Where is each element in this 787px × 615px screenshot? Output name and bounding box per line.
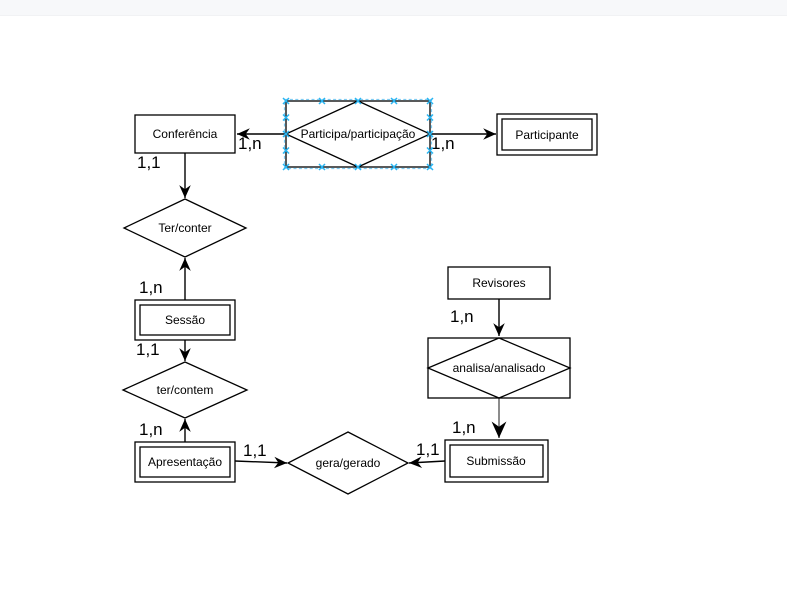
relationship-participa-label: Participa/participação <box>301 127 416 141</box>
cardinality-revisores-analisa: 1,n <box>450 307 474 326</box>
connection-point-handle[interactable] <box>426 113 434 122</box>
connection-point-handle[interactable] <box>354 97 362 105</box>
connection-point-handle[interactable] <box>282 113 290 122</box>
entity-apresentacao-label: Apresentação <box>148 455 222 469</box>
cardinality-apresentacao-gera: 1,1 <box>243 441 267 460</box>
entity-revisores-label: Revisores <box>472 276 525 290</box>
cardinality-participa-participante: 1,n <box>431 134 455 153</box>
selection-handles <box>282 97 434 171</box>
entity-conferencia-label: Conferência <box>153 127 218 141</box>
connection-point-handle[interactable] <box>282 97 290 105</box>
entity-conferencia[interactable]: Conferência <box>134 114 236 154</box>
relationship-analisa-analisado[interactable]: analisa/analisado <box>426 337 572 399</box>
connection-point-handle[interactable] <box>354 163 362 171</box>
relationship-gera-gerado-label: gera/gerado <box>316 456 381 470</box>
edge-apresentacao-gera[interactable] <box>234 456 288 469</box>
connection-point-handle[interactable] <box>426 130 434 138</box>
cardinality-submissao-gera: 1,1 <box>416 440 440 459</box>
connection-point-handle[interactable] <box>426 146 434 155</box>
relationship-ter-contem-label: ter/contem <box>157 383 214 397</box>
relationship-analisa-analisado-label: analisa/analisado <box>453 361 546 375</box>
connection-point-handle[interactable] <box>282 130 290 138</box>
relationship-ter-contem[interactable]: ter/contem <box>121 361 249 419</box>
cardinality-conferencia-ter: 1,1 <box>137 153 161 172</box>
connection-point-handle[interactable] <box>318 97 326 105</box>
entity-sessao[interactable]: Sessão <box>134 299 236 341</box>
selection-overlay <box>282 97 434 171</box>
entity-sessao-label: Sessão <box>165 313 205 327</box>
cardinality-analisa-submissao: 1,n <box>452 418 476 437</box>
connection-point-handle[interactable] <box>426 163 434 171</box>
entity-submissao-label: Submissão <box>466 454 526 468</box>
entity-submissao[interactable]: Submissão <box>444 439 549 483</box>
relationship-gera-gerado[interactable]: gera/gerado <box>286 431 410 495</box>
cardinality-sessao-ter: 1,n <box>139 278 163 297</box>
cardinality-apresentacao-contem: 1,n <box>139 420 163 439</box>
relationship-ter-conter[interactable]: Ter/conter <box>122 198 248 258</box>
entity-apresentacao[interactable]: Apresentação <box>134 441 236 483</box>
entity-revisores[interactable]: Revisores <box>447 266 551 300</box>
connection-point-handle[interactable] <box>282 146 290 155</box>
connection-point-handle[interactable] <box>390 97 398 105</box>
connection-point-handle[interactable] <box>282 163 290 171</box>
relationship-participa-participacao[interactable]: Participa/participação <box>284 100 432 168</box>
relationship-ter-conter-label: Ter/conter <box>158 221 211 235</box>
connection-point-handle[interactable] <box>390 163 398 171</box>
connection-point-handle[interactable] <box>318 163 326 171</box>
entity-participante-label: Participante <box>515 128 579 142</box>
edge-submissao-gera[interactable] <box>408 456 446 469</box>
entity-participante[interactable]: Participante <box>496 113 598 156</box>
browser-top-strip <box>0 0 787 16</box>
connection-point-handle[interactable] <box>426 97 434 105</box>
cardinality-participa-conferencia: 1,n <box>238 134 262 153</box>
cardinality-sessao-contem: 1,1 <box>136 340 160 359</box>
